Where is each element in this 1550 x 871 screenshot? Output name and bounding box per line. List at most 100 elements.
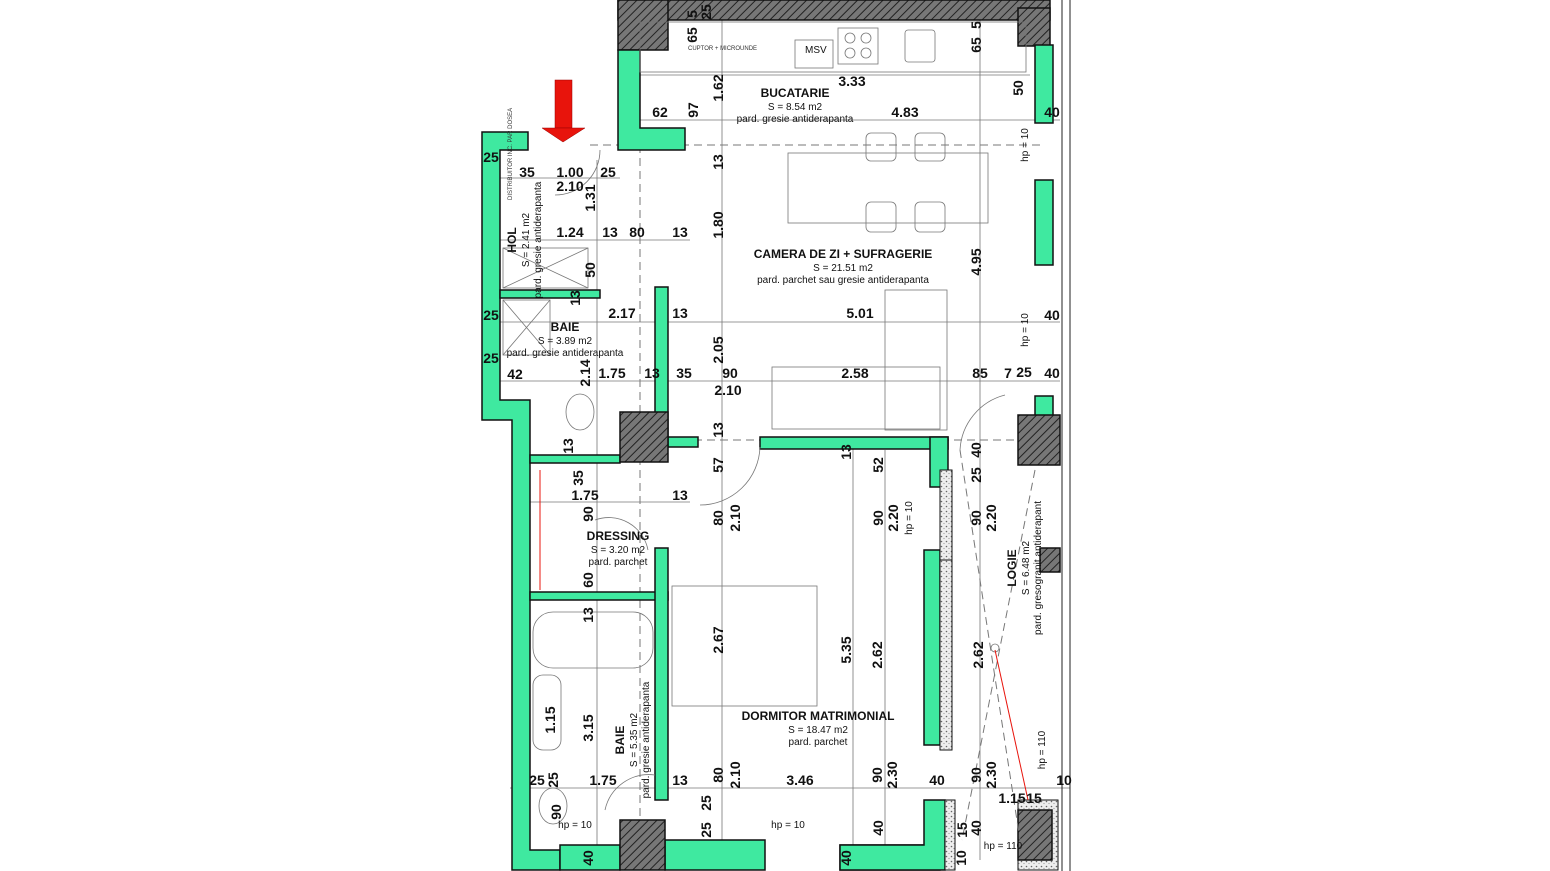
dimension-label: 13 xyxy=(838,444,854,460)
dimension-label: 3.46 xyxy=(786,772,813,788)
dimension-label: hp = 10 xyxy=(771,820,805,831)
dining-table xyxy=(787,152,989,224)
dimension-label: 10 xyxy=(953,850,969,866)
pillar xyxy=(617,0,669,51)
room-area: S = 3.89 m2 xyxy=(538,336,593,347)
dimension-label: 3.15 xyxy=(580,714,596,741)
dimension-label: 62 xyxy=(652,104,668,120)
room-area: S = 8.54 m2 xyxy=(768,102,823,113)
dimension-label: 13 xyxy=(602,224,618,240)
room-floor: pard. gresie antiderapanta xyxy=(737,114,854,125)
room-name: DRESSING xyxy=(587,529,650,543)
dimension-label: 2.30 xyxy=(884,761,900,788)
oven-label: CUPTOR + MICROUNDE xyxy=(688,46,757,52)
dimension-label: 13 xyxy=(644,365,660,381)
dimension-label: 1.75 xyxy=(598,365,625,381)
dimension-label: 52 xyxy=(870,457,886,473)
dimension-label: 35 xyxy=(519,164,535,180)
dimension-label: 1.62 xyxy=(710,74,726,101)
dimension-label: 50 xyxy=(1010,80,1026,96)
dimension-label: 25 xyxy=(698,795,714,811)
dimension-label: 25 xyxy=(483,350,499,366)
walls xyxy=(481,0,1071,871)
dimension-label: 42 xyxy=(507,366,523,382)
room-area: S = 18.47 m2 xyxy=(788,725,848,736)
dimension-label: 1.31 xyxy=(582,184,598,211)
dimension-label: 25 xyxy=(545,772,561,788)
room-area: S = 2.41 m2 xyxy=(521,212,532,267)
pillar xyxy=(619,819,666,871)
dimension-label: 25 xyxy=(968,467,984,483)
sink xyxy=(904,29,936,63)
dimension-label: 80 xyxy=(710,510,726,526)
pillar xyxy=(1017,809,1053,861)
pillar xyxy=(1017,414,1061,466)
dimension-label: 40 xyxy=(1044,307,1060,323)
dimension-label: 90 xyxy=(722,365,738,381)
room-floor: pard. gresie antiderapanta xyxy=(533,181,544,298)
dimension-label: 25 xyxy=(483,307,499,323)
dimension-label: 40 xyxy=(968,820,984,836)
exterior-wall-top xyxy=(617,0,1051,21)
dimension-label: 90 xyxy=(869,767,885,783)
room-name: CAMERA DE ZI + SUFRAGERIE xyxy=(754,247,933,261)
dimension-label: 2.20 xyxy=(983,504,999,531)
furniture xyxy=(502,21,1036,841)
dimension-label: 40 xyxy=(968,442,984,458)
dimension-label: 10 xyxy=(1056,772,1072,788)
sofa xyxy=(771,366,941,430)
shower xyxy=(502,247,589,289)
pillar xyxy=(1039,547,1061,573)
dimension-label: 25 xyxy=(600,164,616,180)
dimension-label: 90 xyxy=(580,506,596,522)
dimension-label: 97 xyxy=(685,102,701,118)
dimension-label: 2.14 xyxy=(577,359,593,386)
dimension-label: 7 xyxy=(1004,365,1012,381)
dimension-label: 2.05 xyxy=(710,336,726,363)
bed xyxy=(671,585,818,707)
distributor-label: DISTRIBUITOR INC. PAR DOSEA xyxy=(508,108,514,200)
dimension-lines xyxy=(482,20,1070,860)
dimension-label: 2.62 xyxy=(970,641,986,668)
dimension-label: hp = 110 xyxy=(984,841,1023,852)
kitchen-counter xyxy=(639,21,1027,73)
dimension-label: 13 xyxy=(710,422,726,438)
room-name: HOL xyxy=(505,227,519,252)
room-floor: pard. parchet xyxy=(589,557,648,568)
dimension-label: 13 xyxy=(672,305,688,321)
dimension-label: 2.10 xyxy=(714,382,741,398)
dimension-label: 2.58 xyxy=(841,365,868,381)
dimension-label: 2.67 xyxy=(710,626,726,653)
dimension-label: 1.80 xyxy=(710,211,726,238)
dimension-label: 13 xyxy=(567,290,583,306)
dimension-label: 35 xyxy=(570,470,586,486)
dimension-label: 1.15 xyxy=(998,790,1025,806)
dimension-label: 90 xyxy=(870,510,886,526)
entrance-arrow xyxy=(541,79,586,143)
room-floor: pard. parchet sau gresie antiderapanta xyxy=(757,275,929,286)
dimension-label: 2.30 xyxy=(983,761,999,788)
room-floor: pard. parchet xyxy=(789,737,848,748)
door-swing xyxy=(699,446,761,506)
dimension-label: 90 xyxy=(548,804,564,820)
dimension-label: hp = 110 xyxy=(1037,730,1048,769)
dimension-label: 1.75 xyxy=(571,487,598,503)
dimension-label: 13 xyxy=(672,487,688,503)
dimension-label: 13 xyxy=(710,154,726,170)
dimension-label: hp = 10 xyxy=(904,501,915,535)
dimension-label: 4.95 xyxy=(968,248,984,275)
toilet xyxy=(565,393,595,431)
dimension-label: 1.75 xyxy=(589,772,616,788)
pillar xyxy=(619,411,669,463)
dimension-label: 50 xyxy=(582,262,598,278)
dimension-label: 85 xyxy=(972,365,988,381)
dimension-label: 80 xyxy=(710,767,726,783)
